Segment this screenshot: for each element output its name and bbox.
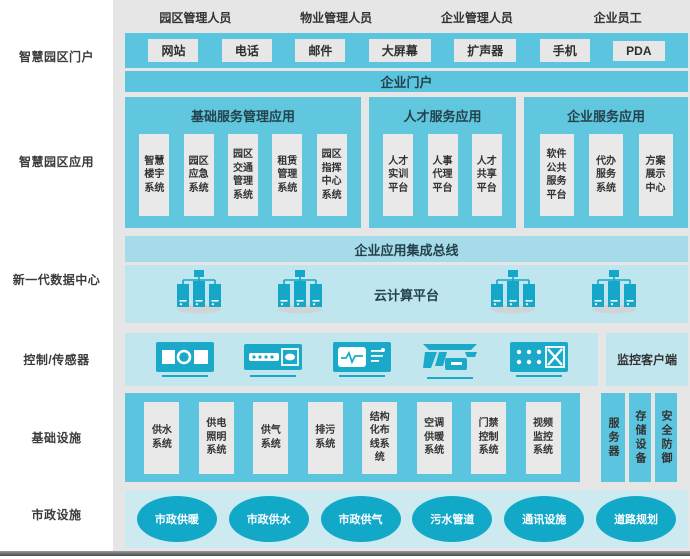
sensor-strip-icon	[244, 342, 302, 377]
device-telephone: 电话	[221, 39, 272, 62]
infrastructure-row: 供水 系统 供电 照明 系统 供气 系统 排污 系统 结构 化布 线系 统 空调…	[125, 393, 580, 482]
municipal-telecom: 通讯设施	[504, 496, 585, 542]
app-card-showcase-center: 方案 展示 中心	[638, 134, 673, 216]
app-card-talent-sharing: 人才 共享 平台	[471, 134, 502, 216]
strip-storage: 存储设备	[629, 393, 651, 482]
layer-label-applications: 智慧园区应用	[18, 155, 94, 169]
device-pda: PDA	[613, 40, 665, 61]
infra-card-hvac: 空调 供暖 系统	[416, 401, 452, 474]
app-card-park-traffic: 园区 交通 管理 系统	[227, 134, 258, 216]
server-cluster-icon	[173, 269, 225, 319]
enterprise-portal-bar: 企业门户	[125, 71, 688, 92]
layer-label-infrastructure: 基础设施	[31, 431, 82, 445]
infra-card-access-control: 门禁 控制 系统	[471, 401, 507, 474]
cloud-platform-row: 云计算平台	[125, 265, 688, 323]
app-card-talent-training: 人才 实训 平台	[383, 134, 414, 216]
municipal-roads: 道路规划	[596, 496, 677, 542]
layer-label-sensors: 控制/传感器	[23, 353, 90, 367]
control-panel-icon	[509, 342, 568, 377]
infra-card-video-surveillance: 视频 监控 系统	[525, 401, 561, 474]
municipal-heating: 市政供暖	[136, 496, 217, 542]
municipal-sewage: 污水管道	[412, 496, 493, 542]
infra-card-gas-supply: 供气 系统	[253, 401, 289, 474]
app-group-title: 基础服务管理应用	[190, 109, 295, 124]
role-enterprise-staff: 企业员工	[593, 11, 642, 25]
server-cluster-icon	[274, 269, 326, 319]
device-loudspeaker: 扩声器	[454, 39, 517, 62]
role-property-managers: 物业管理人员	[300, 11, 373, 25]
device-email: 邮件	[295, 39, 346, 62]
app-group-talent-services: 人才服务应用 人才 实训 平台 人事 代理 平台 人才 共享 平台	[369, 97, 516, 228]
app-group-title: 人才服务应用	[403, 109, 482, 124]
app-card-park-emergency: 园区 应急 系统	[183, 134, 214, 216]
role-enterprise-managers: 企业管理人员	[440, 11, 513, 25]
layer-label-datacenter: 新一代数据中心	[12, 273, 101, 287]
card-reader-icon	[421, 340, 479, 379]
municipal-row: 市政供暖 市政供水 市政供气 污水管道 通讯设施 道路规划	[125, 490, 688, 548]
device-big-screen: 大屏幕	[368, 39, 431, 62]
app-card-leasing: 租赁 管理 系统	[272, 134, 303, 216]
app-group-enterprise-services: 企业服务应用 软件 公共 服务 平台 代办 服务 系统 方案 展示 中心	[524, 97, 688, 228]
municipal-water: 市政供水	[228, 496, 309, 542]
waveform-monitor-icon	[332, 342, 391, 377]
app-card-hr-agency: 人事 代理 平台	[427, 134, 458, 216]
server-cluster-icon	[487, 269, 539, 319]
municipal-gas: 市政供气	[320, 496, 401, 542]
strip-servers: 服务器	[601, 393, 625, 482]
cloud-platform-label: 云计算平台	[373, 287, 439, 303]
display-camera-icon	[155, 342, 214, 377]
bottom-divider	[0, 551, 690, 556]
layer-label-portal: 智慧园区门户	[18, 50, 94, 64]
device-website: 网站	[148, 39, 199, 62]
app-card-software-platform: 软件 公共 服务 平台	[539, 134, 574, 216]
role-park-managers: 园区管理人员	[159, 11, 232, 25]
strip-security: 安全防御	[655, 393, 677, 482]
layer-label-municipal: 市政设施	[31, 508, 82, 522]
app-group-basic-services: 基础服务管理应用 智慧 楼宇 系统 园区 应急 系统 园区 交通 管理 系统 租…	[125, 97, 361, 228]
app-card-command-center: 园区 指挥 中心 系统	[316, 134, 347, 216]
monitoring-client-box: 监控客户端	[606, 333, 688, 386]
server-cluster-icon	[588, 269, 640, 319]
app-group-title: 企业服务应用	[566, 109, 645, 124]
sensors-row	[125, 333, 598, 386]
integration-bus-bar: 企业应用集成总线	[125, 236, 688, 262]
app-card-agency-service: 代办 服务 系统	[589, 134, 623, 216]
app-card-smart-building: 智慧 楼宇 系统	[139, 134, 170, 216]
device-mobile: 手机	[539, 39, 590, 62]
infra-card-power-lighting: 供电 照明 系统	[198, 401, 234, 474]
infra-card-sewage: 排污 系统	[307, 401, 343, 474]
infra-card-water-supply: 供水 系统	[144, 401, 180, 474]
portal-devices-bar: 网站 电话 邮件 大屏幕 扩声器 手机 PDA	[125, 33, 688, 68]
infra-card-cabling: 结构 化布 线系 统	[362, 401, 398, 474]
user-roles-row: 园区管理人员 物业管理人员 企业管理人员 企业员工	[125, 9, 688, 29]
